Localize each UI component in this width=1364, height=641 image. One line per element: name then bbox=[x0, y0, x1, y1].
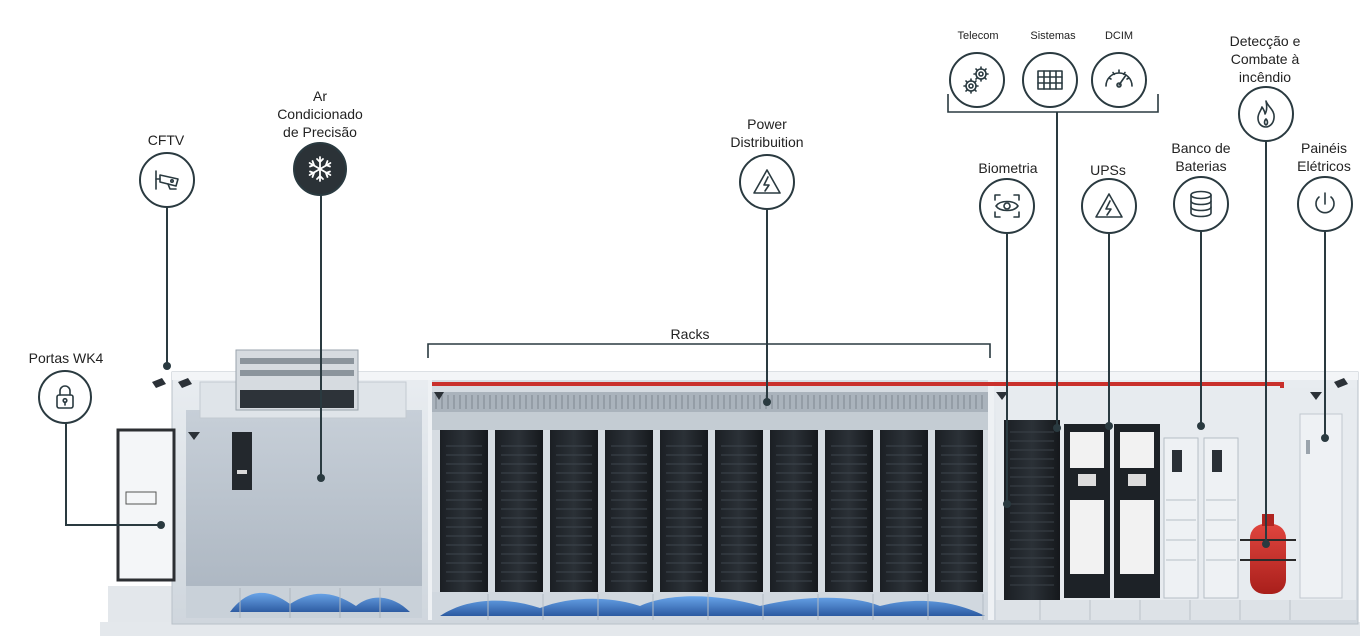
ar-dot bbox=[317, 474, 325, 482]
server-rack bbox=[605, 430, 653, 592]
power-icon bbox=[1297, 176, 1353, 232]
label-cftv: CFTV bbox=[147, 132, 185, 148]
lightning-triangle-icon bbox=[739, 154, 795, 210]
flame-icon bbox=[1238, 86, 1294, 142]
server-rack bbox=[715, 430, 763, 592]
systems-leader bbox=[1056, 112, 1058, 428]
cftv-dot bbox=[163, 362, 171, 370]
server-rack bbox=[935, 430, 983, 592]
label-paineis-line1: Painéis bbox=[1301, 140, 1347, 156]
power-dot bbox=[763, 398, 771, 406]
server-rack bbox=[825, 430, 873, 592]
ups-lightning-icon bbox=[1081, 178, 1137, 234]
label-deteccao-line3: incêndio bbox=[1238, 69, 1292, 85]
cctv-camera-icon bbox=[139, 152, 195, 208]
server-rack bbox=[440, 430, 488, 592]
gears-icon bbox=[949, 52, 1005, 108]
paineis-dot bbox=[1321, 434, 1329, 442]
padlock-icon bbox=[38, 370, 92, 424]
server-rack bbox=[660, 430, 708, 592]
banco-dot bbox=[1197, 422, 1205, 430]
server-rack bbox=[495, 430, 543, 592]
deteccao-leader bbox=[1265, 140, 1267, 544]
portas-leader-v bbox=[65, 416, 67, 526]
server-rack bbox=[880, 430, 928, 592]
portas-leader-h bbox=[65, 524, 161, 526]
label-biometria: Biometria bbox=[978, 160, 1038, 176]
label-upss: UPSs bbox=[1090, 162, 1126, 178]
label-ar-line1: Ar bbox=[313, 88, 327, 104]
database-icon bbox=[1173, 176, 1229, 232]
grid-table-icon bbox=[1022, 52, 1078, 108]
power-leader bbox=[766, 210, 768, 400]
label-power-line1: Power bbox=[747, 116, 787, 132]
server-rack bbox=[770, 430, 818, 592]
ar-leader bbox=[320, 194, 322, 476]
snowflake-icon bbox=[293, 142, 347, 196]
label-dcim: DCIM bbox=[1104, 30, 1134, 42]
biometria-leader bbox=[1006, 234, 1008, 504]
label-ar-line2: Condicionado bbox=[277, 106, 363, 122]
gauge-icon bbox=[1091, 52, 1147, 108]
label-racks: Racks bbox=[670, 326, 710, 342]
banco-leader bbox=[1200, 230, 1202, 426]
label-deteccao-line1: Detecção e bbox=[1229, 33, 1301, 49]
upss-leader bbox=[1108, 234, 1110, 426]
biometria-dot bbox=[1003, 500, 1011, 508]
label-ar-line3: de Precisão bbox=[283, 124, 357, 140]
server-rack bbox=[550, 430, 598, 592]
label-power-line2: Distribuition bbox=[730, 134, 804, 150]
portas-dot bbox=[157, 521, 165, 529]
paineis-leader bbox=[1324, 232, 1326, 438]
eye-scan-icon bbox=[979, 178, 1035, 234]
label-banco-line1: Banco de bbox=[1171, 140, 1231, 156]
label-paineis-line2: Elétricos bbox=[1297, 158, 1351, 174]
label-deteccao-line2: Combate à bbox=[1230, 51, 1300, 67]
systems-dot bbox=[1053, 424, 1061, 432]
upss-dot bbox=[1105, 422, 1113, 430]
deteccao-dot bbox=[1262, 540, 1270, 548]
label-sistemas: Sistemas bbox=[1030, 30, 1076, 42]
label-portas: Portas WK4 bbox=[28, 350, 104, 366]
cftv-leader bbox=[166, 206, 168, 366]
label-banco-line2: Baterias bbox=[1175, 158, 1227, 174]
label-telecom: Telecom bbox=[957, 30, 999, 42]
